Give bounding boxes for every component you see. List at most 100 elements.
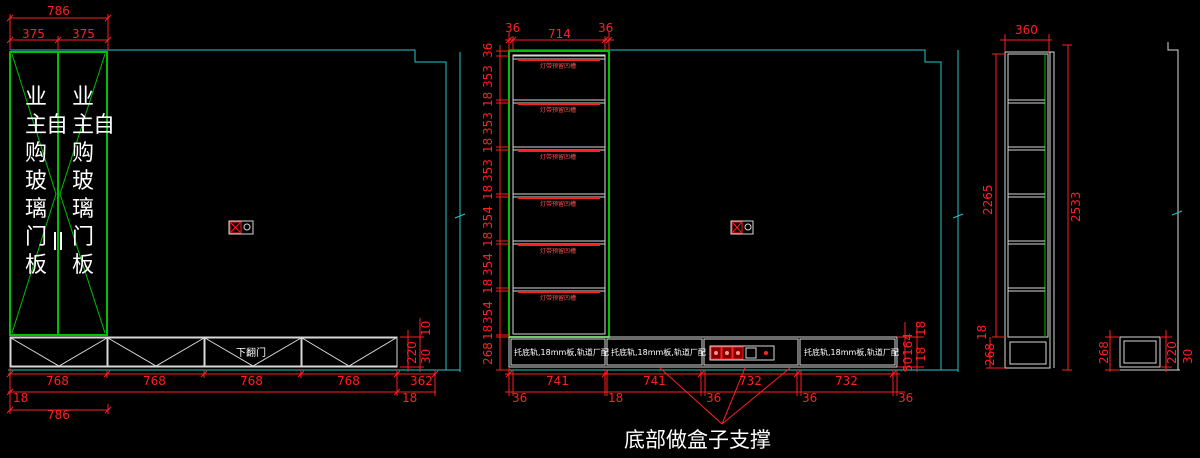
dim-left-bottom-right: 362 xyxy=(410,374,433,388)
section-shelves xyxy=(1008,99,1045,292)
dim-stack: 354 xyxy=(481,253,495,276)
dim-left-vert-30: 30 xyxy=(419,349,433,364)
dim-section-bottom-268: 268 xyxy=(983,343,997,366)
glass-note-char: 门 xyxy=(25,225,47,250)
drawer-2 xyxy=(606,338,703,366)
dim-left-vert-10: 10 xyxy=(419,321,433,336)
left-elevation: 业 主 自 购 玻 璃 门 板 业 主 自 购 玻 璃 门 板 xyxy=(6,4,466,422)
drawer-note: 托底轨,18mm板,轨道厂配 xyxy=(611,347,706,357)
flip-door-3: 下翻门 xyxy=(204,337,302,367)
side-section: 360 2265 2533 18 268 xyxy=(975,23,1083,371)
dim-stack: 18 xyxy=(481,232,495,247)
dim-middle-vert: 18 xyxy=(914,321,928,336)
middle-wall-break xyxy=(952,213,964,219)
dim-stack: 18 xyxy=(481,185,495,200)
shelf-board xyxy=(512,99,606,104)
end-dimensions xyxy=(1105,330,1172,372)
glass-note-char: 业 xyxy=(25,85,47,110)
shelf-note: 灯带预留凹槽 xyxy=(540,106,576,114)
dim-middle-top-right: 36 xyxy=(598,21,613,35)
dim-middle-gap: 36 xyxy=(802,391,817,405)
dim-middle-gap: 36 xyxy=(512,391,527,405)
socket-middle xyxy=(730,220,754,235)
glass-note-char: 主 xyxy=(25,113,47,138)
shelf-note: 灯带预留凹槽 xyxy=(540,247,576,255)
glass-door-right xyxy=(57,51,108,336)
shelf-note: 灯带预留凹槽 xyxy=(540,153,576,161)
dim-end-268: 268 xyxy=(1097,341,1111,364)
caption-box-support: 底部做盒子支撑 xyxy=(624,428,771,452)
shelf-board xyxy=(512,193,606,198)
dim-left-gap-left: 18 xyxy=(13,391,28,405)
dim-middle-vert: 50 xyxy=(901,357,915,372)
drawer-1 xyxy=(510,338,606,366)
left-wall-break xyxy=(454,213,466,219)
section-cabinet xyxy=(1004,51,1051,369)
end-wall-break xyxy=(1171,210,1183,216)
flip-door-1 xyxy=(10,337,108,367)
glass-note-right: 业 主 自 购 玻 璃 门 板 xyxy=(72,85,115,278)
glass-note-char: 板 xyxy=(25,253,47,278)
dim-section-inner-height: 2265 xyxy=(981,184,995,215)
dim-left-gap-right: 18 xyxy=(402,391,417,405)
dim-left-bottom-3: 768 xyxy=(240,374,263,388)
middle-bottom-dimensions xyxy=(505,368,905,396)
glass-note-char: 购 xyxy=(72,141,94,166)
door-swing-right xyxy=(59,53,106,334)
glass-note-char: 购 xyxy=(25,141,47,166)
dim-stack: 354 xyxy=(481,301,495,324)
flip-door-label: 下翻门 xyxy=(236,346,266,359)
middle-top-dimensions xyxy=(505,32,614,50)
glass-note-char: 主 xyxy=(72,113,94,138)
dim-middle-gap: 36 xyxy=(706,391,721,405)
dim-section-total-height: 2533 xyxy=(1069,191,1083,222)
shelf-board xyxy=(512,55,606,60)
dim-middle-gap: 36 xyxy=(898,391,913,405)
dim-section-bottom-18: 18 xyxy=(975,325,989,340)
glass-note-char: 板 xyxy=(72,253,94,278)
dim-left-bottom-total: 786 xyxy=(47,408,70,422)
dim-stack: 268 xyxy=(481,342,495,365)
glass-note-char: 门 xyxy=(72,225,94,250)
glass-note-char: 自 xyxy=(46,113,68,138)
socket-left xyxy=(228,220,254,235)
dim-left-bottom-2: 768 xyxy=(143,374,166,388)
dim-stack: 353 xyxy=(481,112,495,135)
glass-note-char: 玻 xyxy=(25,169,47,194)
shelf-board xyxy=(512,287,606,292)
middle-right-dimensions xyxy=(897,322,924,372)
drawer-socket-strip xyxy=(709,345,775,361)
shelf-board xyxy=(512,146,606,151)
dim-middle-gap: 18 xyxy=(608,391,623,405)
shelf-board xyxy=(512,240,606,245)
section-shelf-column xyxy=(1007,53,1049,338)
flip-door-2 xyxy=(107,337,205,367)
dim-left-top-left: 375 xyxy=(22,27,45,41)
dim-stack: 353 xyxy=(481,65,495,88)
left-bottom-dimensions xyxy=(6,368,439,414)
flip-door-4 xyxy=(301,337,398,367)
dim-left-top-right: 375 xyxy=(72,27,95,41)
end-section: 268 220 30 xyxy=(1097,42,1195,372)
dim-middle-top-left: 36 xyxy=(505,21,520,35)
middle-wall-outline xyxy=(509,49,942,370)
dim-middle-vert: 18 xyxy=(914,347,928,362)
dim-left-bottom-1: 768 xyxy=(46,374,69,388)
dim-stack: 353 xyxy=(481,159,495,182)
drawer-note: 托底轨,18mm板,轨道厂配 xyxy=(804,347,899,357)
dim-stack: 18 xyxy=(481,138,495,153)
shelves xyxy=(512,55,606,292)
dim-middle-bottom-2: 741 xyxy=(643,374,666,388)
glass-note-char: 业 xyxy=(72,85,94,110)
section-drawer xyxy=(1009,341,1047,365)
dim-section-top: 360 xyxy=(1015,23,1038,37)
shelf-note: 灯带预留凹槽 xyxy=(540,62,576,70)
shelf-note: 灯带预留凹槽 xyxy=(540,294,576,302)
caption-leaders xyxy=(659,367,791,425)
end-wall-outline xyxy=(1167,42,1179,370)
glass-note-char: 玻 xyxy=(72,169,94,194)
left-wall-outline xyxy=(10,49,447,370)
dim-middle-bottom-1: 741 xyxy=(546,374,569,388)
